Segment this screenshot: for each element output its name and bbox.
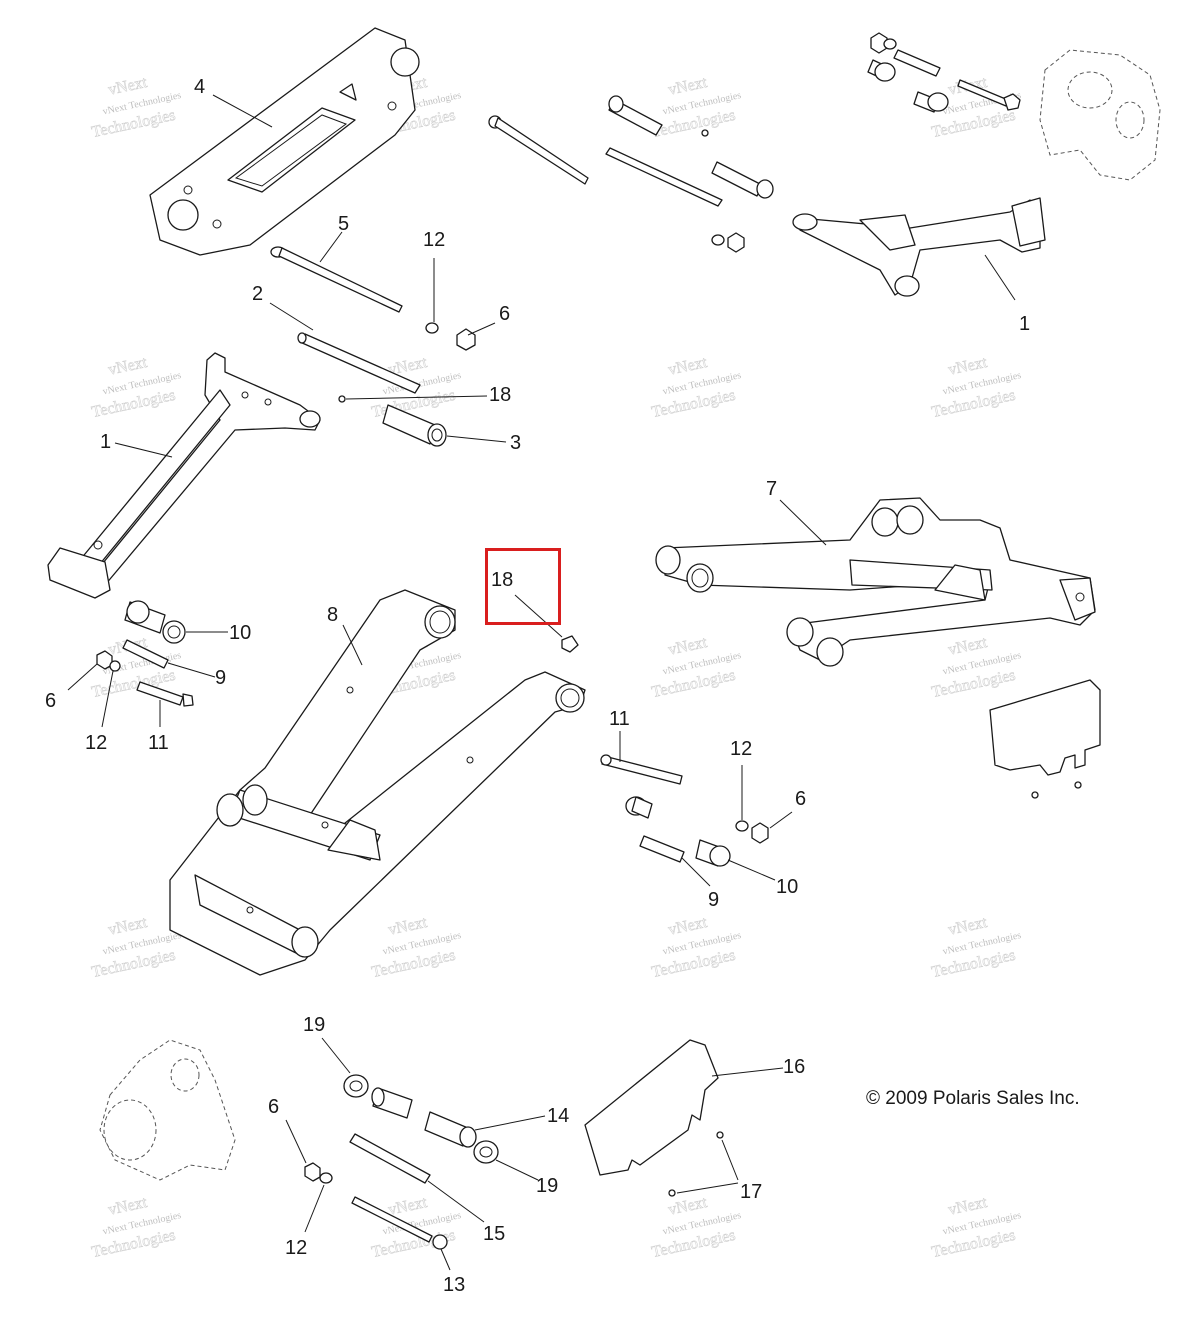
mounting-plate-part-4 — [149, 27, 420, 256]
svg-text:vNext: vNext — [107, 1194, 149, 1219]
callout-19: 19 — [303, 1014, 325, 1036]
nut-part-6-upper — [456, 328, 476, 351]
callout-6: 6 — [499, 303, 510, 325]
bottom-hardware — [304, 1074, 499, 1250]
right-mount-hardware — [600, 754, 769, 867]
watermark: vNext vNext Technologies Technologies — [370, 1194, 462, 1262]
callout-1: 1 — [100, 431, 111, 453]
swing-arm-part-7 — [655, 497, 1096, 667]
highlight-box-part-18 — [485, 548, 561, 625]
callout-18: 18 — [491, 569, 513, 591]
watermark: vNext vNext Technologies Technologies — [650, 74, 742, 142]
watermark: vNext vNext Technologies Technologies — [90, 1194, 182, 1262]
watermark: vNext vNext Technologies Technologies — [930, 914, 1022, 982]
callout-10: 10 — [776, 876, 798, 898]
svg-text:vNext: vNext — [667, 74, 709, 99]
callout-18: 18 — [489, 384, 511, 406]
svg-text:vNext: vNext — [107, 74, 149, 99]
left-mount-hardware — [96, 600, 194, 707]
svg-text:vNext: vNext — [107, 354, 149, 379]
swing-arm-part-8 — [169, 589, 586, 976]
watermark: vNext vNext Technologies Technologies — [650, 634, 742, 702]
ghost-hub-top-right — [1039, 49, 1161, 181]
callout-6: 6 — [45, 690, 56, 712]
bushing-part-3 — [382, 404, 447, 447]
tube-part-2 — [297, 332, 421, 394]
callout-7: 7 — [766, 478, 777, 500]
watermark: vNext vNext Technologies Technologies — [930, 1194, 1022, 1262]
callout-12: 12 — [730, 738, 752, 760]
svg-text:vNext: vNext — [947, 914, 989, 939]
callout-11: 11 — [609, 708, 630, 730]
callout-14: 14 — [547, 1105, 569, 1127]
svg-text:vNext: vNext — [667, 354, 709, 379]
svg-text:vNext: vNext — [947, 354, 989, 379]
guard-plate-part-16 — [584, 1039, 724, 1197]
grease-fitting-part-18-lower — [561, 635, 579, 653]
copyright-text: © 2009 Polaris Sales Inc. — [866, 1088, 1080, 1109]
callout-10: 10 — [229, 622, 251, 644]
callout-1: 1 — [1019, 313, 1030, 335]
top-right-hardware — [867, 32, 1021, 113]
control-arm-part-1-right — [792, 197, 1046, 297]
guard-plate-right — [989, 679, 1101, 799]
watermark: vNext vNext Technologies Technologies — [650, 914, 742, 982]
grease-fitting-part-18-upper — [338, 395, 346, 403]
svg-text:vNext: vNext — [667, 634, 709, 659]
watermark: vNext vNext Technologies Technologies — [930, 354, 1022, 422]
callout-labels: 4 5 12 6 2 18 3 1 1 7 18 8 10 9 6 12 11 … — [45, 76, 1030, 1296]
watermark: vNext vNext Technologies Technologies — [650, 354, 742, 422]
callout-15: 15 — [483, 1223, 505, 1245]
watermark: vNext vNext Technologies Technologies — [930, 634, 1022, 702]
callout-9: 9 — [215, 667, 226, 689]
svg-text:vNext: vNext — [947, 1194, 989, 1219]
callout-12: 12 — [285, 1237, 307, 1259]
callout-19: 19 — [536, 1175, 558, 1197]
control-arm-part-1-left — [47, 352, 321, 599]
long-bolt-part-5 — [270, 246, 403, 313]
callout-12: 12 — [423, 229, 445, 251]
callout-12: 12 — [85, 732, 107, 754]
watermark: vNext vNext Technologies Technologies — [370, 914, 462, 982]
svg-text:vNext: vNext — [387, 914, 429, 939]
callout-13: 13 — [443, 1274, 465, 1296]
watermark: vNext vNext Technologies Technologies — [650, 1194, 742, 1262]
callout-17: 17 — [740, 1181, 762, 1203]
watermark: vNext vNext Technologies Technologies — [90, 354, 182, 422]
watermark: vNext vNext Technologies Technologies — [90, 74, 182, 142]
svg-text:vNext: vNext — [667, 914, 709, 939]
leader-lines — [67, 94, 1016, 1271]
callout-2: 2 — [252, 283, 263, 305]
callout-4: 4 — [194, 76, 205, 98]
callout-16: 16 — [783, 1056, 805, 1078]
washer-part-12-upper — [425, 322, 439, 334]
callout-5: 5 — [338, 213, 349, 235]
callout-11: 11 — [148, 732, 169, 754]
svg-text:vNext: vNext — [667, 1194, 709, 1219]
upper-shaft-hardware — [488, 95, 774, 253]
svg-text:vNext: vNext — [947, 634, 989, 659]
callout-3: 3 — [510, 432, 521, 454]
callout-6: 6 — [795, 788, 806, 810]
svg-text:vNext: vNext — [387, 1194, 429, 1219]
callout-8: 8 — [327, 604, 338, 626]
callout-9: 9 — [708, 889, 719, 911]
svg-text:vNext: vNext — [107, 914, 149, 939]
callout-6: 6 — [268, 1096, 279, 1118]
ghost-hub-bottom-left — [99, 1039, 236, 1181]
